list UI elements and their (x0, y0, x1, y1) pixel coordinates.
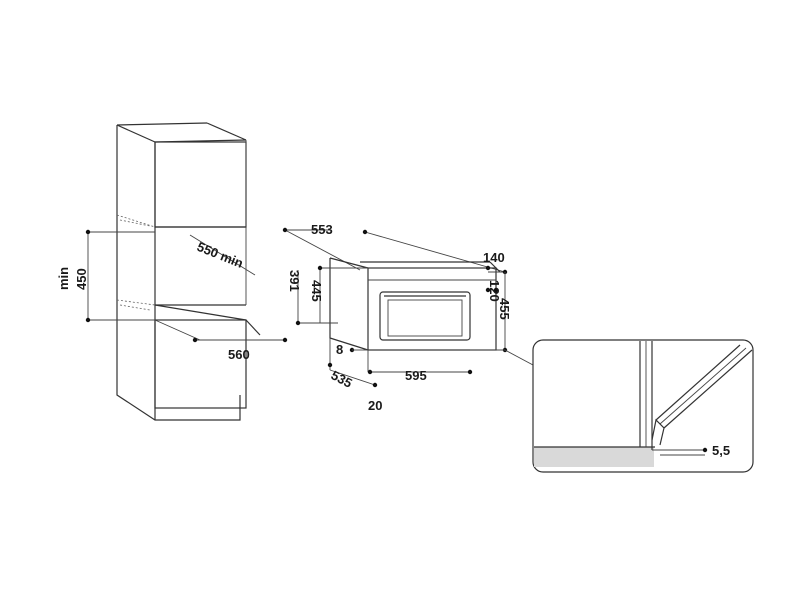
label-cabinet-niche-height: 450 (74, 268, 89, 290)
label-oven-width: 595 (405, 368, 427, 383)
label-oven-front-thickness: 20 (368, 398, 382, 413)
label-detail-gap: 5,5 (712, 443, 730, 458)
label-oven-front-height: 445 (309, 280, 324, 302)
label-oven-depth-total: 553 (311, 222, 333, 237)
label-oven-panel-step: 120 (487, 280, 502, 302)
label-oven-body-height: 391 (287, 270, 302, 292)
label-oven-side-gap: 8 (336, 342, 343, 357)
label-oven-overall-height: 455 (497, 298, 512, 320)
label-cabinet-niche-min: min (56, 267, 71, 290)
oven-drawing (282, 227, 534, 388)
label-oven-top-offset: 140 (483, 250, 505, 265)
detail-callout (532, 339, 754, 473)
cabinet-drawing (116, 122, 280, 421)
label-cabinet-width: 560 (228, 347, 250, 362)
cabinet-dimension-lines (85, 229, 288, 343)
label-cabinet-depth-min: 550 min (195, 239, 246, 271)
